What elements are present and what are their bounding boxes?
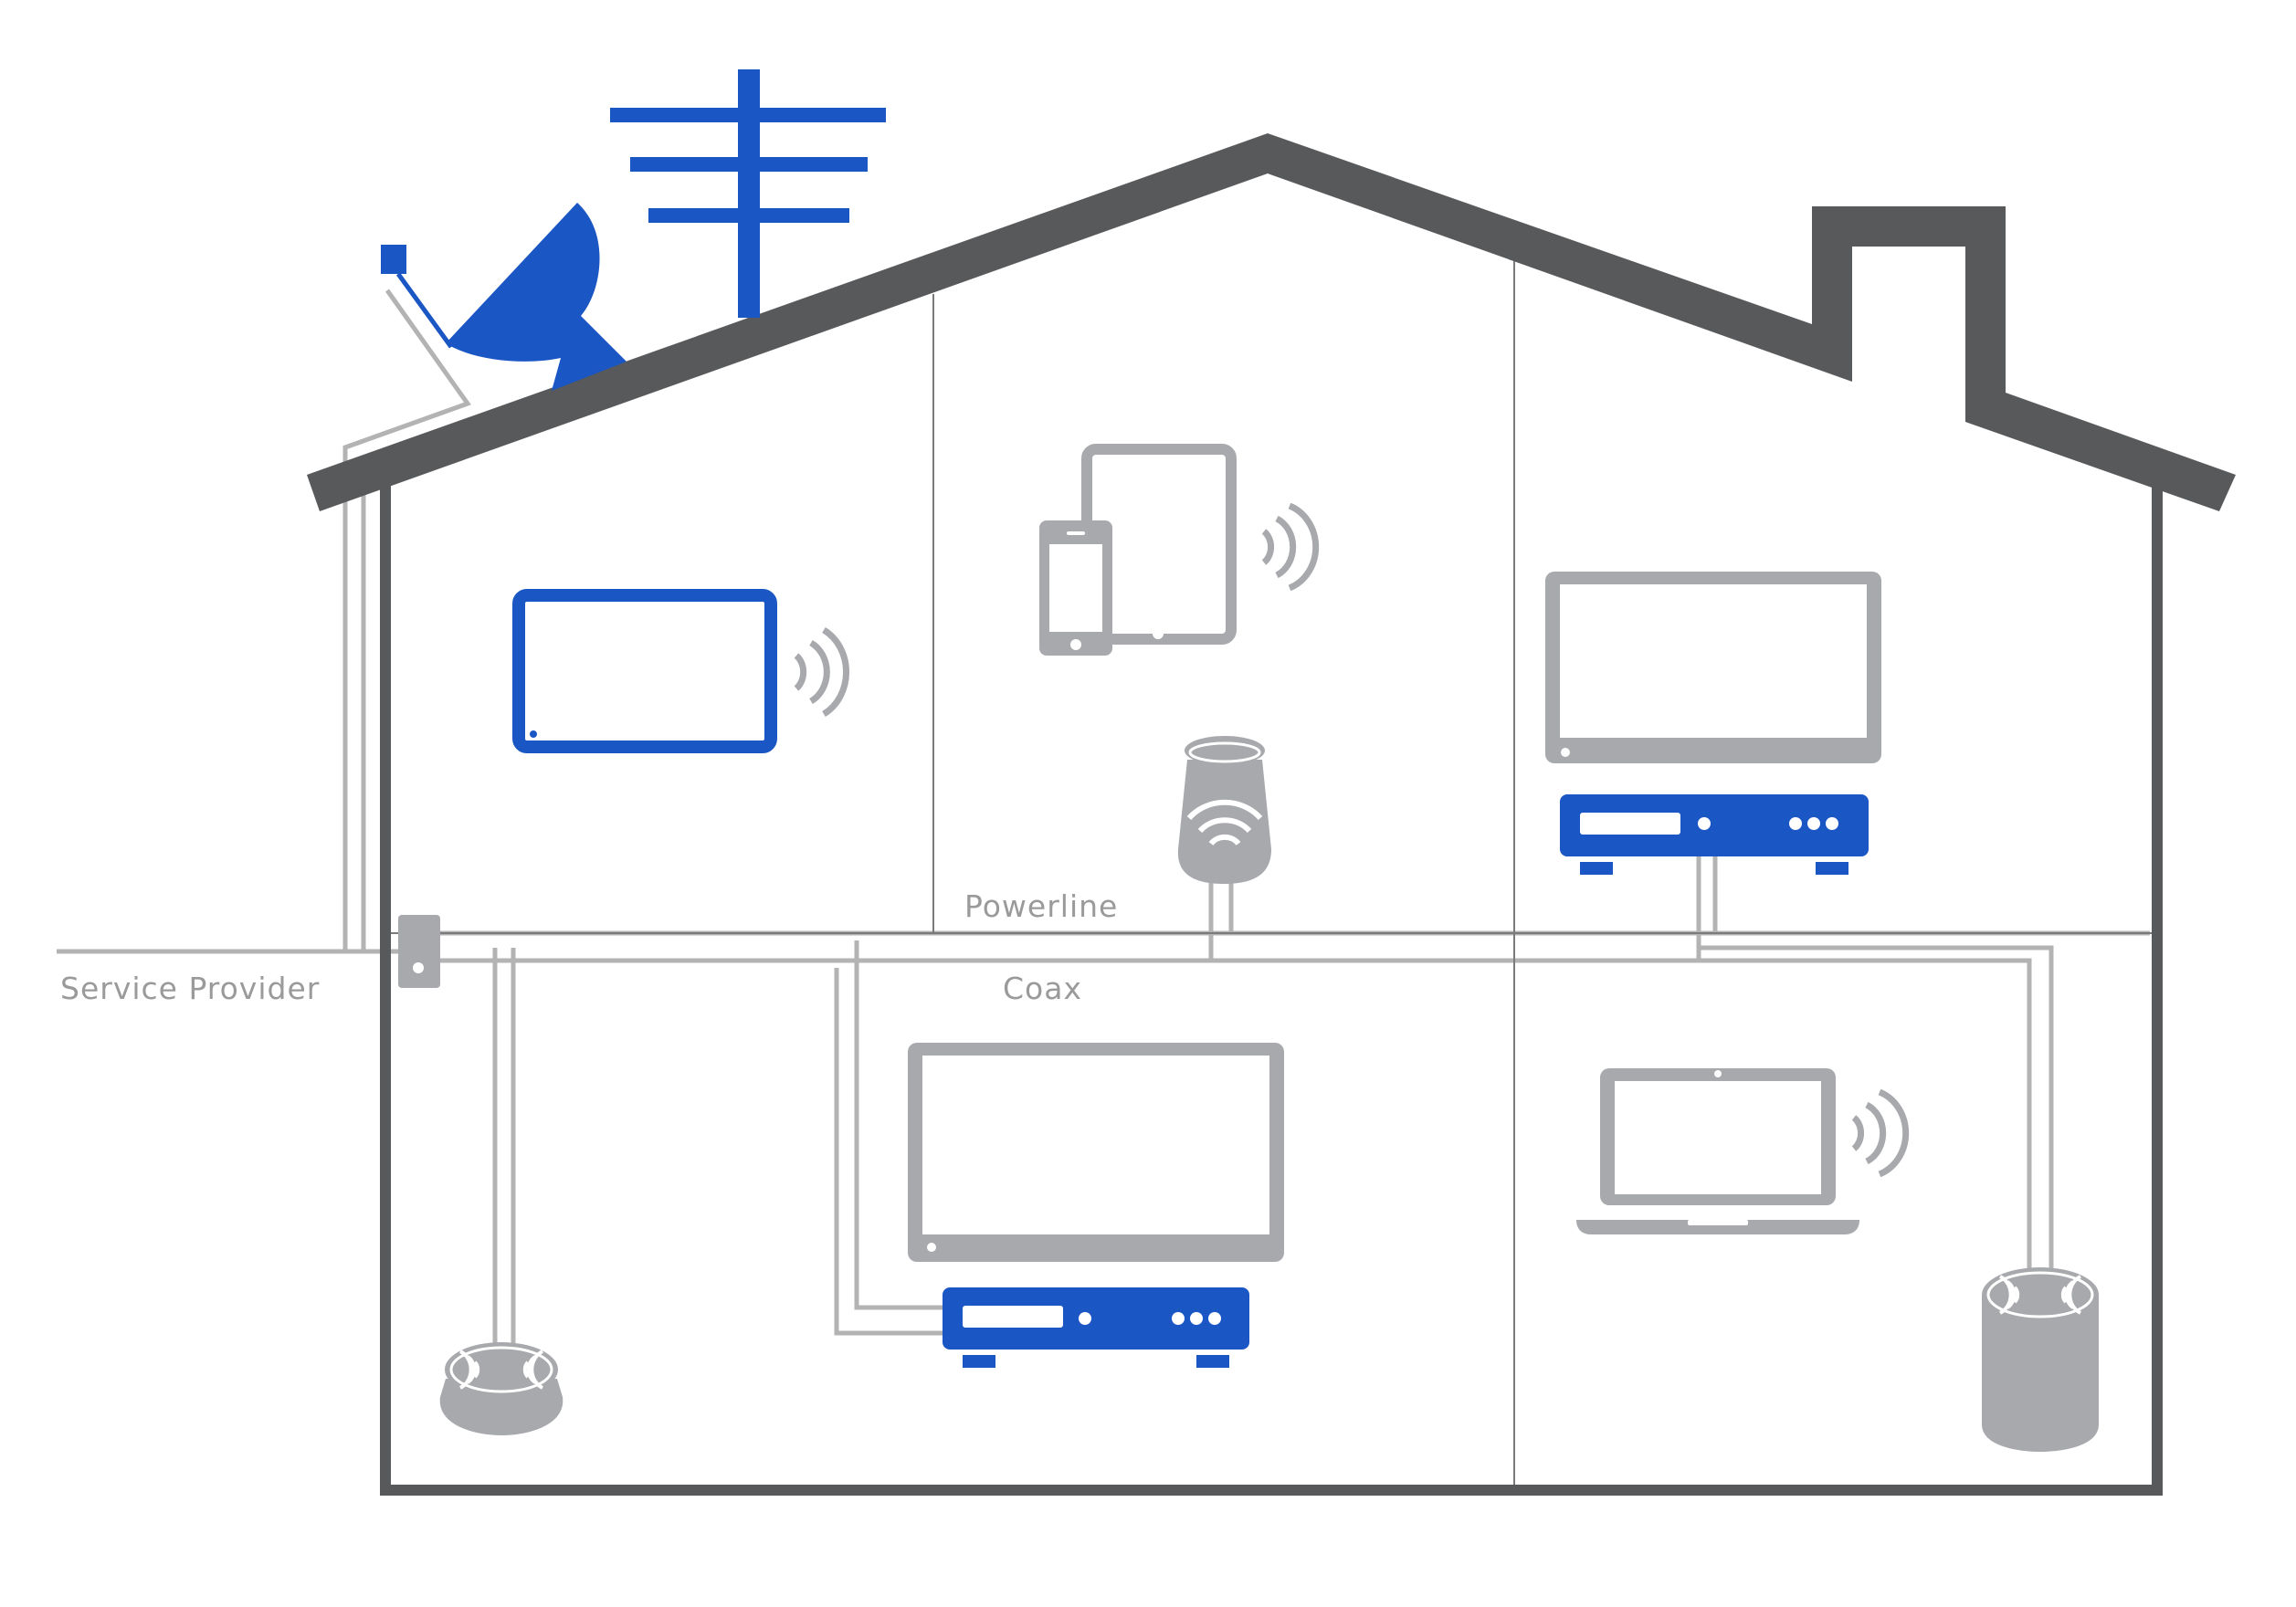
roof: [307, 133, 2236, 511]
satellite-dish-icon: [381, 203, 627, 391]
tv-antenna-icon: [610, 69, 886, 318]
laptop-icon: [1576, 1068, 1859, 1234]
powerline-label: Powerline: [964, 888, 1118, 924]
coax-label: Coax: [1003, 971, 1082, 1006]
room-dividers: [391, 261, 2152, 1485]
cylinder-router-icon: [1982, 1267, 2099, 1452]
coax-cable-right-2: [1699, 945, 2054, 1274]
stb-down-cable-1: [834, 968, 944, 1336]
splitter-box-icon: [398, 915, 440, 988]
wifi-signal-icon: [1851, 1088, 1910, 1178]
wireless-tv-icon: [512, 589, 777, 753]
wifi-signal-icon: [794, 626, 849, 718]
tv-icon: [908, 1043, 1284, 1262]
smartphone-icon: [1039, 520, 1112, 656]
puck-router-icon: [439, 1342, 563, 1435]
set-top-box-icon: [943, 1287, 1249, 1368]
stb-down-cable-2: [854, 940, 944, 1310]
set-top-box-icon: [1560, 794, 1869, 875]
tv-icon: [1545, 572, 1881, 763]
wifi-signal-icon: [1261, 502, 1320, 592]
service-provider-label: Service Provider: [60, 971, 320, 1006]
coax-cable-right: [1699, 958, 2032, 1274]
house-walls: [380, 484, 2163, 1496]
wifi-extender-icon: [1177, 736, 1271, 884]
dish-cable: [342, 289, 471, 951]
house: [307, 133, 2236, 1496]
